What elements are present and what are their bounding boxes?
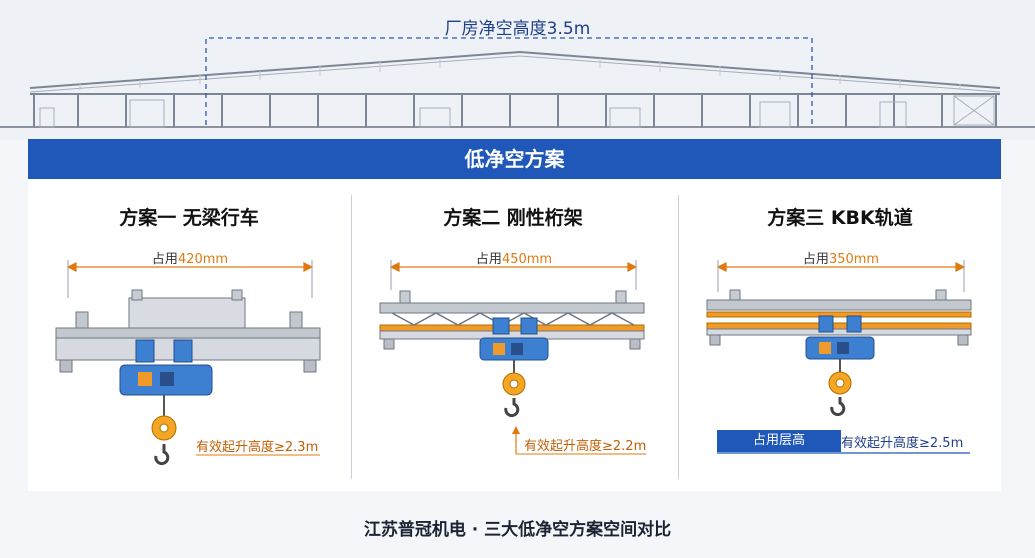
scheme-2-title: 方案二 刚性桁架 (443, 207, 583, 229)
scheme-3-layer-tag: 占用层高 (717, 430, 841, 452)
scheme-2-lift-height: 有效起升高度≥2.2m (524, 439, 647, 454)
scheme-3-crane (706, 289, 972, 454)
scheme-1-title: 方案一 无梁行车 (119, 207, 259, 229)
divider-1 (351, 195, 352, 479)
scheme-1-lift-height: 有效起升高度≥2.3m (196, 440, 319, 455)
scheme-3-title: 方案三 KBK轨道 (767, 207, 913, 229)
divider-2 (678, 195, 679, 479)
scheme-1-crane (55, 289, 321, 466)
factory-illustration (0, 0, 1035, 140)
scheme-2-occupy: 占用450mm (475, 252, 553, 267)
scheme-3-occupy: 占用350mm (802, 252, 880, 267)
scheme-3-lift-height: 有效起升高度≥2.5m (841, 436, 964, 451)
clear-height-label: 厂房净空高度3.5m (444, 19, 591, 39)
footer-caption: 江苏普冠机电 · 三大低净空方案空间对比 (363, 520, 672, 540)
scheme-2-crane (379, 290, 646, 455)
scheme-1-occupy: 占用420mm (151, 252, 229, 267)
section-banner: 低净空方案 (28, 139, 1001, 179)
